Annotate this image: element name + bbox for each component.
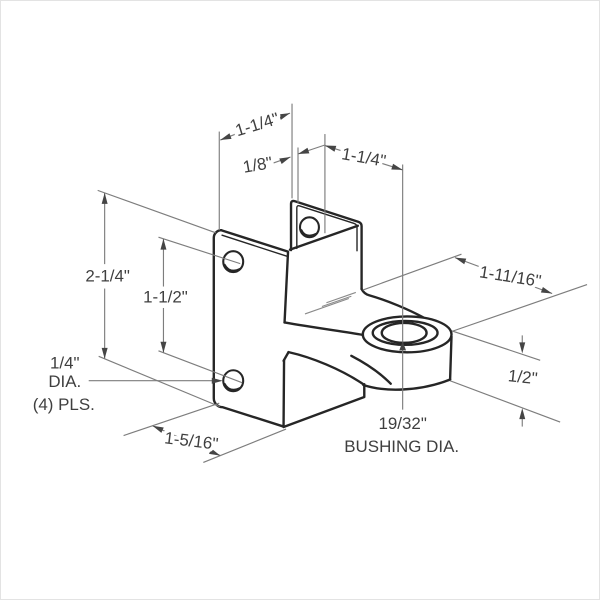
arrow-plate-height-up: [101, 192, 108, 204]
back-plate-fold-line: [296, 205, 358, 252]
mounting-hole-back: [298, 216, 320, 239]
bushing-note: 19/32" BUSHING DIA.: [341, 411, 463, 460]
bushing-flange-rim: [371, 319, 439, 347]
hole-note-dia-label: DIA.: [48, 372, 81, 391]
dim-arm-reach-label: 1-11/16": [478, 262, 542, 290]
dimension-arrowheads: [101, 113, 553, 456]
bushing-dia-label: 19/32": [378, 414, 426, 433]
mounting-hole-front-bottom: [222, 369, 245, 393]
arm-top-back-edge: [360, 287, 425, 319]
ext-plate-bottom: [98, 355, 220, 408]
dim-plate-depth-line: [152, 425, 221, 457]
back-plate-outline: [289, 199, 363, 291]
hole-note-size-label: 1/4": [50, 353, 80, 372]
arrow-hole-spacing-down: [160, 341, 167, 353]
bushing-bore: [380, 321, 428, 345]
web-bottom-edge: [282, 383, 366, 429]
hole-note-places-label: (4) PLS.: [33, 395, 95, 414]
arrow-channel-width-right: [278, 113, 291, 120]
ext-hole-top: [158, 236, 241, 265]
boss-fillet-edge: [350, 354, 392, 385]
dim-plate-depth-label: 1-5/16": [163, 428, 219, 453]
arm-top-front-edge: [283, 321, 365, 337]
boss-right-silhouette: [448, 335, 453, 381]
arrow-hole-to-bushing-right: [391, 163, 403, 170]
ext-depth-left: [123, 402, 220, 437]
ext-depth-right: [203, 428, 287, 463]
arrow-gap-right: [298, 147, 310, 154]
dim-boss-height-label: 1/2": [507, 366, 538, 388]
dim-arm-reach-line: [454, 257, 553, 295]
ext-boss-top-right: [451, 284, 588, 332]
arrow-boss-height-top: [519, 342, 526, 354]
dim-plate-height-label: 2-1/4": [85, 267, 130, 286]
hole-note: 1/4" DIA. (4) PLS.: [29, 350, 98, 418]
boss-bottom-edge: [362, 378, 452, 391]
dim-channel-width-label: 1-1/4": [233, 109, 281, 140]
front-plate-back-top-edge: [288, 224, 360, 251]
front-plate-top-right-edge: [220, 229, 290, 324]
dim-hole-to-bushing-label: 1-1/4": [340, 144, 387, 170]
web-step-edge: [282, 350, 290, 362]
front-plate-left-bottom-edge: [212, 229, 286, 428]
ext-boss-bottom-down: [449, 380, 561, 423]
bushing-caption-label: BUSHING DIA.: [344, 437, 459, 456]
arm-bottom-front-edge: [287, 350, 364, 385]
arrow-channel-width-left: [220, 133, 232, 141]
front-plate-fold-line: [221, 234, 288, 258]
arrow-hole-note: [211, 377, 223, 384]
arrow-hole-to-bushing-left: [324, 145, 337, 152]
surface-break-marks: [304, 291, 356, 315]
arrow-arm-reach-left: [454, 257, 467, 265]
arrow-boss-height-bottom: [519, 408, 526, 420]
ext-boss-top-down: [451, 330, 541, 361]
dim-gap-label: 1/8": [241, 153, 273, 177]
dim-hole-spacing-label: 1-1/2": [143, 288, 188, 307]
dim-hole-to-bushing-line: [324, 144, 403, 171]
extension-lines: [97, 103, 588, 463]
ext-hole-bottom: [158, 350, 243, 384]
arrow-plate-depth-right: [209, 448, 221, 456]
arrow-hole-spacing-up: [160, 238, 167, 250]
arrow-plate-height-down: [101, 347, 108, 359]
bushing-boss-outer-rim: [361, 315, 453, 354]
ext-plate-top: [97, 189, 216, 234]
arrow-plate-depth-left: [152, 425, 164, 433]
arrow-gap-left: [279, 156, 291, 165]
arrow-bushing-dia: [399, 341, 407, 351]
mounting-hole-front-top: [222, 250, 245, 274]
dim-channel-width-line: [220, 112, 291, 141]
ext-arm-left: [362, 253, 462, 291]
dimension-lines: [88, 112, 553, 457]
arrow-arm-reach-right: [540, 286, 553, 294]
bracket-outline: [212, 199, 453, 429]
